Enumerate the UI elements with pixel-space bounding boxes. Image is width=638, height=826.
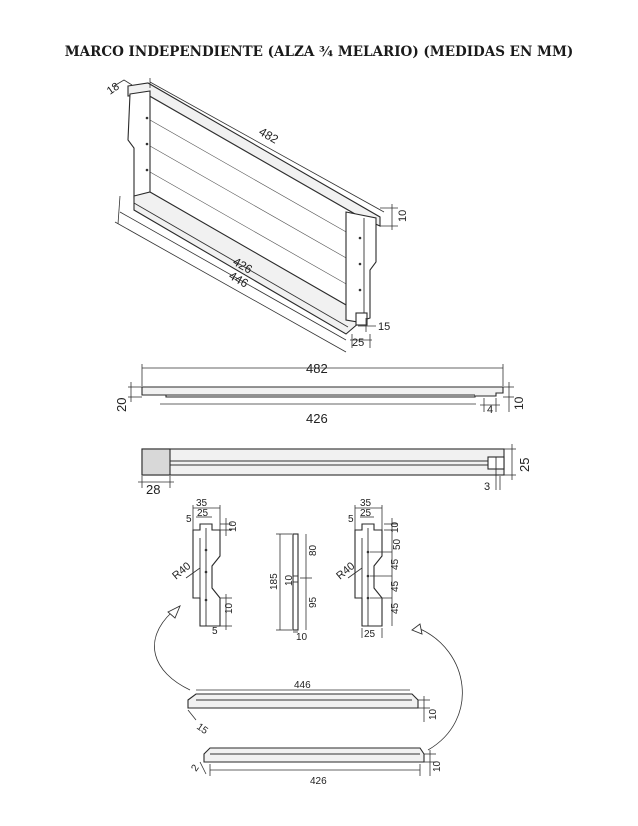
bottom-bar-view: 25 28 3: [138, 444, 532, 497]
dim-m-10: 10: [284, 574, 295, 586]
dim-bot-3: 3: [484, 481, 490, 493]
dim-bot-25: 25: [517, 458, 532, 472]
dim-bot-28: 28: [146, 482, 160, 497]
top-bar-assembly-body: [187, 693, 419, 709]
dim-l-35: 35: [196, 498, 208, 509]
dim-t-2: 2: [189, 762, 201, 773]
dim-m-80: 80: [308, 544, 319, 556]
dim-r-25: 25: [360, 508, 372, 519]
bottom-bar-body: [141, 448, 505, 476]
dim-iso-10: 10: [397, 210, 409, 222]
iso-left-end-bar: [127, 90, 151, 201]
dim-t-426: 426: [310, 776, 327, 787]
right-end-bar-view: 35 25 5 10 50 45 45 45 R40 25: [334, 498, 403, 640]
dim-l-r40: R40: [170, 560, 193, 582]
dim-t-10: 10: [432, 760, 443, 772]
assembly-arrows: [154, 605, 463, 751]
dim-r-25b: 25: [364, 629, 376, 640]
dim-l-10b: 10: [224, 602, 235, 614]
dim-m-10b: 10: [296, 632, 308, 643]
dim-s-15: 15: [194, 721, 210, 737]
isometric-frame: 18 482 10 426 446 15 25: [105, 78, 409, 353]
bottom-bar-assembly-body: [203, 747, 425, 763]
left-end-bar-view: 35 25 5 10 R40 10 5: [170, 498, 239, 637]
dim-top-10: 10: [512, 396, 526, 410]
dim-iso-18: 18: [105, 81, 122, 98]
dim-r-45b: 45: [390, 580, 401, 592]
dim-s-446: 446: [294, 680, 311, 691]
dim-r-5: 5: [348, 514, 354, 525]
dim-r-r40: R40: [334, 560, 357, 582]
top-bar-side-profile: [141, 386, 504, 398]
end-bar-side-view: 185 10 80 95 10: [269, 533, 319, 643]
dim-l-25: 25: [197, 508, 209, 519]
page-title: MARCO INDEPENDIENTE (ALZA ¾ MELARIO) (ME…: [64, 44, 574, 60]
top-bar-view: 482 426 20 4 10: [114, 361, 526, 426]
dim-top-426: 426: [306, 411, 328, 426]
dim-s-10: 10: [428, 708, 439, 720]
dim-top-482: 482: [306, 361, 328, 376]
dim-r-45c: 45: [390, 602, 401, 614]
dim-m-95: 95: [308, 596, 319, 608]
dim-l-5: 5: [186, 514, 192, 525]
dim-r-10: 10: [390, 521, 401, 533]
dim-top-20: 20: [114, 398, 129, 412]
dim-l-5b: 5: [212, 626, 218, 637]
dim-r-50: 50: [392, 538, 403, 550]
iso-right-end-bar: [345, 211, 377, 323]
dim-r-45a: 45: [390, 558, 401, 570]
dim-top-4: 4: [487, 404, 493, 416]
dim-m-185: 185: [269, 573, 280, 590]
bottom-bar-assembly: 426 2 10: [189, 747, 443, 787]
dim-r-35: 35: [360, 498, 372, 509]
top-bar-assembly: 446 15 10: [187, 680, 439, 737]
dim-iso-15: 15: [378, 321, 390, 333]
dim-l-10: 10: [228, 520, 239, 532]
left-end-bar-outline: [192, 523, 221, 627]
dim-iso-25: 25: [352, 337, 364, 349]
